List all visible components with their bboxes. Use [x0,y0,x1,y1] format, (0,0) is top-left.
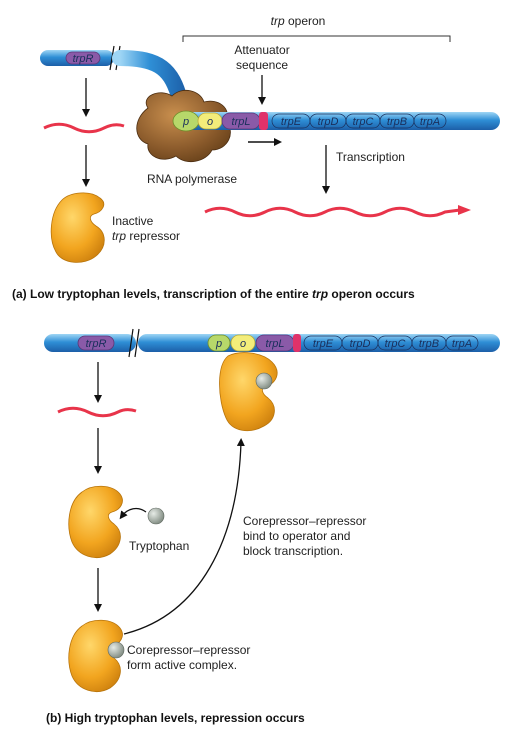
trpR-mrna [43,122,125,134]
trpE-label: trpE [281,116,302,128]
trpB-label: trpB [387,116,407,128]
operator-label: o [207,116,213,128]
bound-repressor [219,352,278,432]
attenuator-label-2: sequence [236,58,288,72]
attenuator-sequence-b [293,334,301,352]
promoter-label-b: p [215,338,222,350]
attenuator-sequence [259,112,268,130]
inactive-repressor [50,192,105,263]
dna-break-mark-b-2 [134,328,140,358]
binding-arrow [119,507,147,520]
trpD-label-b: trpD [350,338,371,350]
promoter-b [207,334,231,352]
attenuator-label: Attenuator [234,43,289,57]
bind-label: Corepressor–repressor [243,514,366,528]
caption-a: (a) Low tryptophan levels, transcription… [12,287,415,301]
repressor [68,485,123,558]
panel-a: trp operon Attenuator sequence trpR p o … [12,14,500,301]
inactive-repressor-label-2: trp repressor [112,229,180,243]
complex-label: Corepressor–repressor [127,643,250,657]
transcription-label: Transcription [336,150,405,164]
rna-polymerase-label: RNA polymerase [147,172,237,186]
tryptophan-label: Tryptophan [129,539,189,553]
trpB-label-b: trpB [419,338,439,350]
panel-b: trpR p o trpL trpE trpD trpC trpB trpA [44,328,500,725]
bind-label-2: bind to operator and [243,529,350,543]
caption-b: (b) High tryptophan levels, repression o… [46,711,305,725]
trpR-mrna-b [57,406,137,418]
complex-label-2: form active complex. [127,658,237,672]
complex-tryptophan [107,641,125,659]
complex-to-operator-arrow [123,438,245,635]
trpE-label-b: trpE [313,338,334,350]
trpL-label-b: trpL [266,338,285,350]
trpR-label-b: trpR [86,338,107,350]
dna-break-mark-b [128,328,134,358]
operon-mrna [204,206,461,218]
trpC-label: trpC [353,116,374,128]
mrna-arrowhead [458,205,471,215]
operator-b [230,334,256,352]
trpA-gene [413,113,447,129]
inactive-repressor-label: Inactive [112,214,154,228]
bound-tryptophan [255,372,273,390]
trpR-label: trpR [73,53,94,65]
trpD-label: trpD [318,116,339,128]
tryptophan-molecule [147,507,165,525]
trpR-gene [65,51,101,65]
trpA-label-b: trpA [452,338,472,350]
bind-label-3: block transcription. [243,544,343,558]
trpA-label: trpA [420,116,440,128]
operon-bracket [182,35,451,42]
trpC-label-b: trpC [385,338,406,350]
trpL-label: trpL [232,116,251,128]
trpR-gene-b [77,335,115,351]
operon-label: trp operon [271,14,326,28]
promoter-label: p [182,116,189,128]
operator-label-b: o [240,338,246,350]
trpA-gene-b [445,335,479,351]
